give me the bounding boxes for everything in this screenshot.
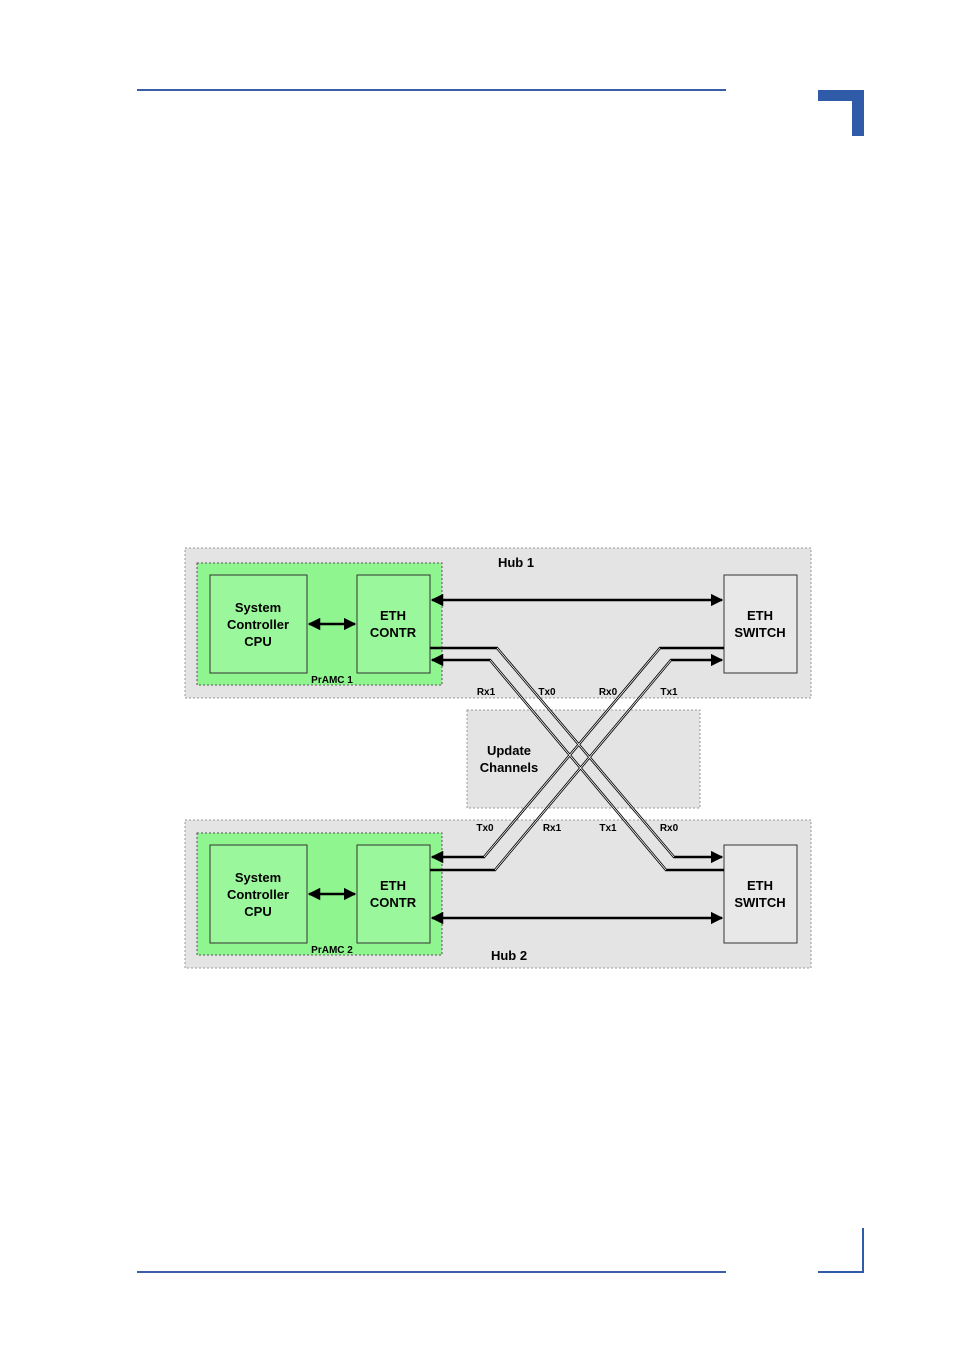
hub1-pramc-label: PrAMC 1 bbox=[311, 675, 353, 686]
hub2-switch-label-2: SWITCH bbox=[734, 895, 785, 910]
hub2-eth-label-1: ETH bbox=[380, 878, 406, 893]
hub1-signal-label: Tx0 bbox=[538, 687, 556, 698]
hub2-eth-contr-box bbox=[357, 845, 430, 943]
hub2-signal-label: Tx1 bbox=[599, 823, 617, 834]
hub2-signal-label: Rx1 bbox=[543, 823, 562, 834]
hub1-cpu-label-2: Controller bbox=[227, 617, 289, 632]
hub2-eth-switch-box bbox=[724, 845, 797, 943]
hub2-switch-label-1: ETH bbox=[747, 878, 773, 893]
hub2-cpu-label-1: System bbox=[235, 870, 281, 885]
update-channels-panel bbox=[467, 710, 700, 808]
hub1-eth-label-1: ETH bbox=[380, 608, 406, 623]
hub1-cpu-label-1: System bbox=[235, 600, 281, 615]
hub1-signal-label: Rx1 bbox=[477, 687, 496, 698]
hub1-eth-switch-box bbox=[724, 575, 797, 673]
hub2-eth-label-2: CONTR bbox=[370, 895, 417, 910]
hub2-pramc-label: PrAMC 2 bbox=[311, 945, 353, 956]
hub1-signal-label: Rx0 bbox=[599, 687, 618, 698]
update-label-2: Channels bbox=[480, 760, 539, 775]
hub1-switch-label-2: SWITCH bbox=[734, 625, 785, 640]
hub2-cpu-label-2: Controller bbox=[227, 887, 289, 902]
hub1-cpu-label-3: CPU bbox=[244, 634, 271, 649]
hub2-cpu-label-3: CPU bbox=[244, 904, 271, 919]
update-label-1: Update bbox=[487, 743, 531, 758]
hub1-eth-contr-box bbox=[357, 575, 430, 673]
hub1-eth-label-2: CONTR bbox=[370, 625, 417, 640]
hub2-signal-label: Rx0 bbox=[660, 823, 679, 834]
hub1-signal-label: Tx1 bbox=[660, 687, 678, 698]
hub1-switch-label-1: ETH bbox=[747, 608, 773, 623]
hub2-title: Hub 2 bbox=[491, 948, 527, 963]
hub1-title: Hub 1 bbox=[498, 555, 534, 570]
hub2-signal-label: Tx0 bbox=[476, 823, 494, 834]
